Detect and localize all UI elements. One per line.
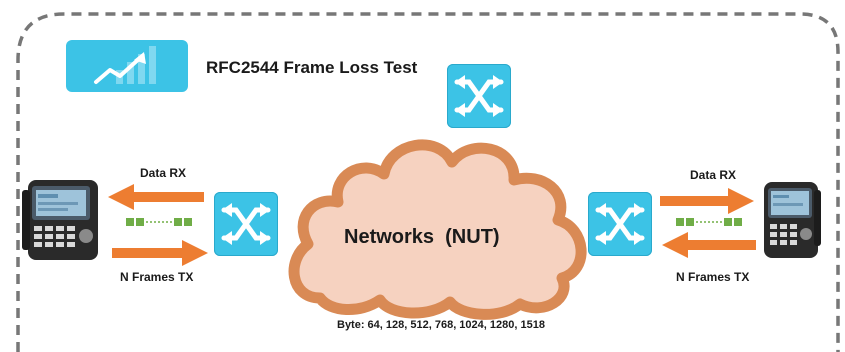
left-tx-label: N Frames TX: [120, 270, 194, 284]
switch-cross-arrows-icon: [454, 75, 504, 117]
right-rx-arrow: [660, 188, 754, 214]
network-cloud: [288, 139, 587, 320]
network-tester-device-icon: [22, 180, 98, 260]
diagram-title: RFC2544 Frame Loss Test: [206, 58, 418, 77]
network-tester-device-icon: [764, 182, 821, 258]
switch-right: [588, 192, 652, 256]
switch-cross-arrows-icon: [221, 203, 271, 245]
switch-left: [214, 192, 278, 256]
trend-chart-icon: [66, 40, 188, 92]
left-rx-label: Data RX: [140, 166, 187, 180]
switch-cross-arrows-icon: [595, 203, 645, 245]
right-rx-label: Data RX: [690, 168, 737, 182]
left-rx-arrow: [108, 184, 204, 210]
right-frame-dots: [676, 218, 742, 226]
right-tx-label: N Frames TX: [676, 270, 750, 284]
left-frame-dots: [126, 218, 192, 226]
byte-sizes-label: Byte: 64, 128, 512, 768, 1024, 1280, 151…: [337, 319, 545, 331]
right-tx-arrow: [662, 232, 756, 258]
switch-top: [447, 64, 511, 128]
left-tx-arrow: [112, 240, 208, 266]
network-cloud-label: Networks (NUT): [344, 226, 500, 248]
